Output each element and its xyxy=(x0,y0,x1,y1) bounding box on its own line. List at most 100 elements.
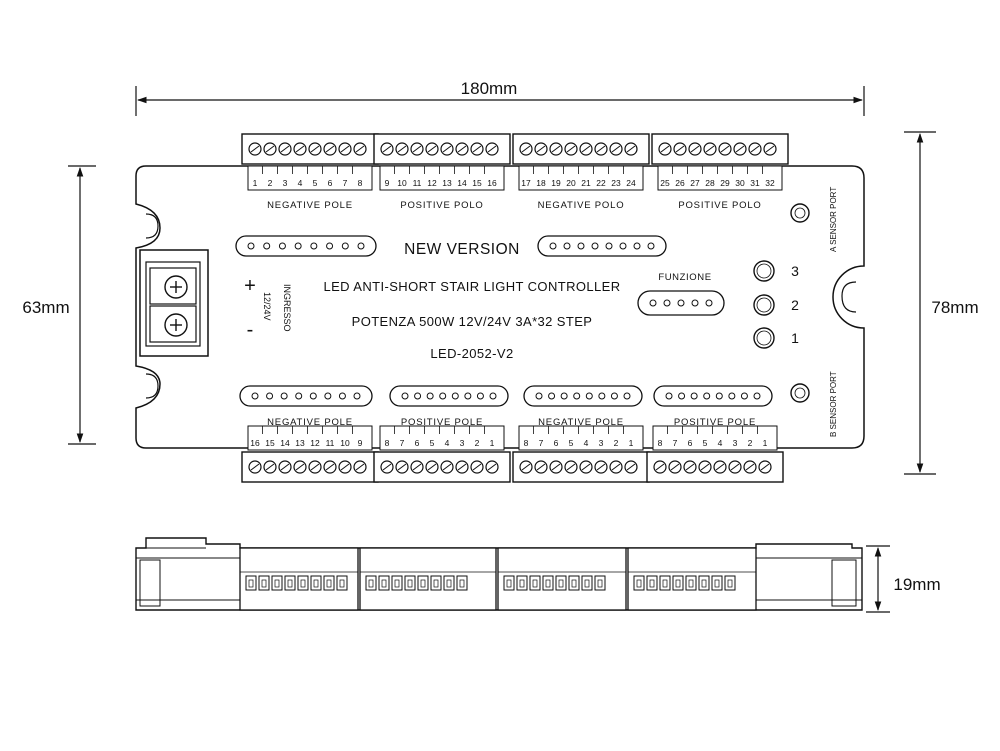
pin-number: 1 xyxy=(490,438,495,448)
model-number: LED-2052-V2 xyxy=(430,346,513,361)
pin-number: 19 xyxy=(551,178,561,188)
mount-hole-right xyxy=(841,281,857,313)
function-button-1[interactable] xyxy=(753,327,775,349)
pin-number: 6 xyxy=(415,438,420,448)
pin-number: 13 xyxy=(295,438,305,448)
pin-number: 30 xyxy=(735,178,745,188)
pin-number: 16 xyxy=(487,178,497,188)
pin-number: 17 xyxy=(521,178,531,188)
dimension-thickness xyxy=(866,545,890,613)
pin-number: 22 xyxy=(596,178,606,188)
pin-number: 3 xyxy=(733,438,738,448)
pin-number: 5 xyxy=(569,438,574,448)
pin-number: 14 xyxy=(280,438,290,448)
function-button-3[interactable] xyxy=(753,260,775,282)
minus-sign: - xyxy=(247,319,254,341)
pin-number: 32 xyxy=(765,178,775,188)
pin-number: 2 xyxy=(268,178,273,188)
pin-number: 4 xyxy=(445,438,450,448)
pin-number: 10 xyxy=(340,438,350,448)
header-oval-bottom-4 xyxy=(653,385,773,407)
power-input-terminal xyxy=(139,249,209,357)
pin-number: 6 xyxy=(688,438,693,448)
pin-number: 7 xyxy=(539,438,544,448)
screw-positive-icon[interactable] xyxy=(164,275,188,299)
pin-number: 6 xyxy=(554,438,559,448)
function-button-2[interactable] xyxy=(753,294,775,316)
pin-number: 7 xyxy=(400,438,405,448)
pin-number: 5 xyxy=(703,438,708,448)
pin-number: 20 xyxy=(566,178,576,188)
dimension-total-height xyxy=(904,131,936,475)
mount-hole-top-left xyxy=(145,213,159,239)
thickness-label: 19mm xyxy=(893,575,940,594)
pin-number: 11 xyxy=(413,178,422,188)
side-block-2 xyxy=(359,547,497,611)
pin-number: 15 xyxy=(472,178,482,188)
header-oval-bottom-3 xyxy=(523,385,643,407)
pin-number: 4 xyxy=(298,178,303,188)
total-height-label: 78mm xyxy=(931,298,978,317)
side-terminal-blocks xyxy=(239,547,757,611)
pin-number: 8 xyxy=(524,438,529,448)
pin-number: 2 xyxy=(614,438,619,448)
version-label: NEW VERSION xyxy=(404,241,520,258)
side-block-1 xyxy=(239,547,359,611)
function-label: FUNZIONE xyxy=(658,272,711,283)
pin-number: 7 xyxy=(673,438,678,448)
side-block-4 xyxy=(627,547,757,611)
header-oval-top-right xyxy=(537,235,667,257)
sensor-port-b[interactable] xyxy=(790,383,810,403)
pole-label: POSITIVE POLO xyxy=(400,200,483,211)
button-label-3: 3 xyxy=(791,263,799,279)
pin-number: 21 xyxy=(581,178,591,188)
side-block-3 xyxy=(497,547,627,611)
pin-number: 5 xyxy=(430,438,435,448)
board-height-label: 63mm xyxy=(22,298,69,317)
pin-number: 25 xyxy=(660,178,670,188)
pole-label: NEGATIVE POLE xyxy=(538,417,624,428)
pin-number: 12 xyxy=(310,438,320,448)
sensor-port-a[interactable] xyxy=(790,203,810,223)
pin-number: 12 xyxy=(427,178,437,188)
pin-number: 5 xyxy=(313,178,318,188)
pin-number: 14 xyxy=(457,178,467,188)
pole-label: NEGATIVE POLE xyxy=(267,417,353,428)
button-label-2: 2 xyxy=(791,297,799,313)
screw-negative-icon[interactable] xyxy=(164,313,188,337)
header-oval-bottom-2 xyxy=(389,385,509,407)
sensor-a-label: A SENSOR PORT xyxy=(829,187,838,252)
pin-number: 4 xyxy=(584,438,589,448)
pin-number: 16 xyxy=(250,438,260,448)
pin-number: 4 xyxy=(718,438,723,448)
pin-number: 9 xyxy=(385,178,390,188)
power-spec: POTENZA 500W 12V/24V 3A*32 STEP xyxy=(352,314,593,329)
width-label: 180mm xyxy=(461,79,518,98)
pin-number: 10 xyxy=(397,178,407,188)
pin-number: 1 xyxy=(253,178,258,188)
pole-label: NEGATIVE POLO xyxy=(538,200,625,211)
pin-number: 9 xyxy=(358,438,363,448)
input-voltage: 12/24V xyxy=(262,292,272,321)
pole-label: NEGATIVE POLE xyxy=(267,200,353,211)
pin-number: 3 xyxy=(283,178,288,188)
pin-number: 18 xyxy=(536,178,546,188)
pin-number: 13 xyxy=(442,178,452,188)
pin-number: 3 xyxy=(599,438,604,448)
pole-label: POSITIVE POLO xyxy=(678,200,761,211)
plus-sign: + xyxy=(244,275,256,297)
pin-number: 6 xyxy=(328,178,333,188)
pin-number: 8 xyxy=(658,438,663,448)
pin-number: 26 xyxy=(675,178,685,188)
pin-number: 28 xyxy=(705,178,715,188)
pin-number: 2 xyxy=(748,438,753,448)
pin-number: 8 xyxy=(385,438,390,448)
pin-number: 11 xyxy=(326,438,335,448)
